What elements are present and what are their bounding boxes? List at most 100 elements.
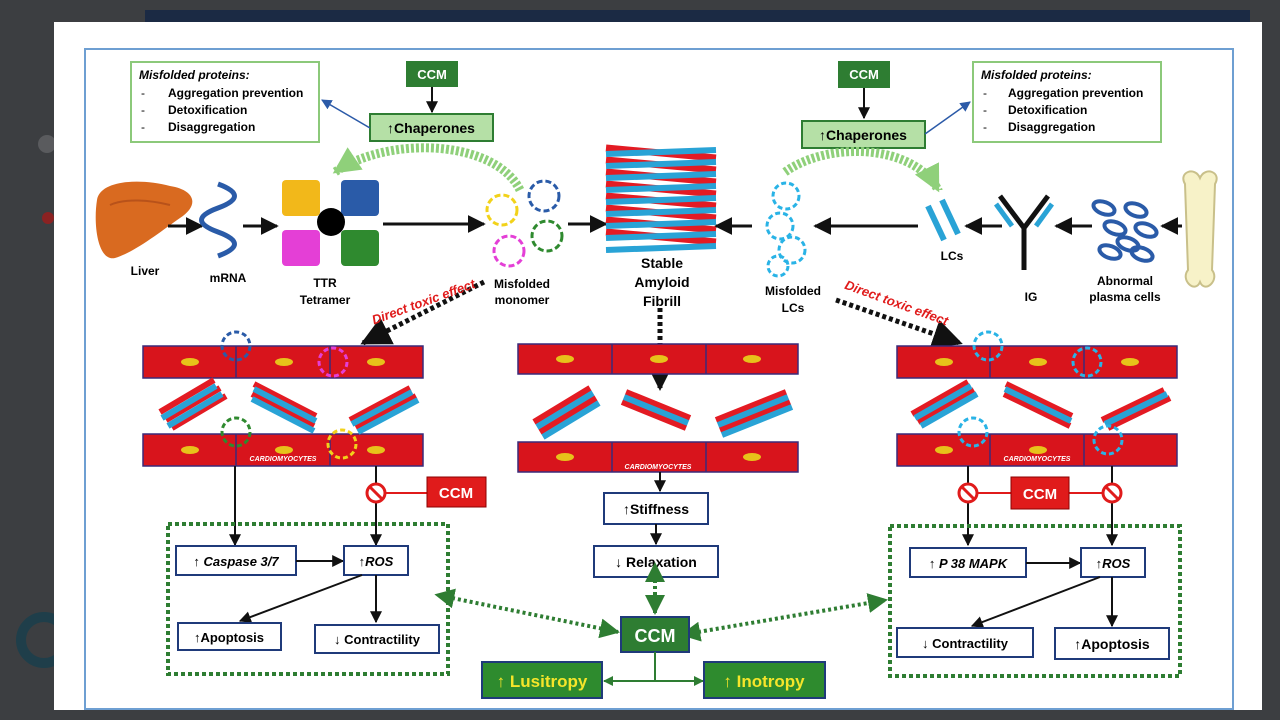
svg-text:CCM: CCM <box>849 67 879 82</box>
label-ttr: TTR <box>313 276 337 290</box>
arrow <box>321 99 371 129</box>
box-stiffness: ↑Stiffness <box>603 492 709 525</box>
svg-text:↑ Lusitropy: ↑ Lusitropy <box>497 672 588 691</box>
svg-text:↑ROS: ↑ROS <box>1096 556 1131 571</box>
info-item: Detoxification <box>1008 103 1087 117</box>
ttr-tetramer-icon <box>282 180 379 266</box>
svg-text:↓ Contractility: ↓ Contractility <box>922 636 1009 651</box>
label-fibrill: Fibrill <box>643 293 681 309</box>
info-dash: - <box>141 103 145 117</box>
ccm-center: CCM <box>620 616 690 653</box>
liver-icon <box>95 181 193 259</box>
amyloid-fibril-icon <box>605 144 717 253</box>
cardiomyocyte-middle: CARDIOMYOCYTES <box>517 343 799 473</box>
label-misfolded: Misfolded <box>494 277 550 291</box>
svg-text:↑Apoptosis: ↑Apoptosis <box>1074 636 1150 652</box>
background-dot <box>42 212 54 224</box>
label-lcs: LCs <box>941 249 964 263</box>
svg-text:↑Apoptosis: ↑Apoptosis <box>194 630 264 645</box>
background-dot <box>38 135 56 153</box>
chaperones-right: ↑Chaperones <box>801 120 926 149</box>
label-ig: IG <box>1025 290 1038 304</box>
ccm-right: CCM <box>1010 476 1070 510</box>
info-dash: - <box>983 120 987 134</box>
chaperone-arc <box>782 146 943 193</box>
misfolded-lcs-icon <box>765 181 807 278</box>
ccm-link-arrow <box>680 593 888 642</box>
box-apoptosis-left: ↑Apoptosis <box>177 622 282 651</box>
svg-text:CCM: CCM <box>439 485 473 502</box>
svg-text:↓ Contractility: ↓ Contractility <box>334 632 421 647</box>
plasma-cells-icon <box>1091 199 1159 263</box>
ccm-left: CCM <box>426 476 487 508</box>
outcome-lusitropy: ↑ Lusitropy <box>481 661 603 699</box>
label-misfolded: Misfolded <box>765 284 821 298</box>
box-caspase: ↑ Caspase 3/7 <box>175 545 297 576</box>
svg-text:↑Stiffness: ↑Stiffness <box>623 501 689 517</box>
info-item: Detoxification <box>168 103 247 117</box>
label-ttr-tetramer: Tetramer <box>300 293 351 307</box>
box-contractility-left: ↓ Contractility <box>314 624 440 654</box>
info-box-left: Misfolded proteins: - - - Aggregation pr… <box>130 61 320 143</box>
box-apoptosis-right: ↑Apoptosis <box>1054 627 1170 660</box>
label-cardiomyocytes: CARDIOMYOCYTES <box>625 464 692 471</box>
label-abnormal: Abnormal <box>1097 274 1153 288</box>
label-stable: Stable <box>641 255 683 271</box>
ccm-top-right: CCM <box>838 61 890 88</box>
chaperones-left: ↑Chaperones <box>369 113 494 142</box>
cardiomyocyte-left: CARDIOMYOCYTES <box>142 330 424 467</box>
box-relaxation: ↓ Relaxation <box>593 545 719 578</box>
light-chain-icon <box>925 198 961 242</box>
box-contractility-right: ↓ Contractility <box>896 627 1034 658</box>
svg-text:CCM: CCM <box>1023 486 1057 503</box>
toxic-effect-arrow <box>835 297 963 349</box>
label-lcs: LCs <box>782 301 805 315</box>
diagram-frame <box>84 48 1234 710</box>
effects-group-left <box>166 522 450 676</box>
label-plasma-cells: plasma cells <box>1089 290 1161 304</box>
svg-text:↑Chaperones: ↑Chaperones <box>387 120 475 136</box>
info-title: Misfolded proteins: <box>139 68 250 82</box>
cardiomyocyte-right: CARDIOMYOCYTES <box>896 330 1178 467</box>
svg-text:↑ Inotropy: ↑ Inotropy <box>723 672 805 691</box>
label-direct-toxic: Direct toxic effect <box>370 276 478 328</box>
info-item: Disaggregation <box>168 120 255 134</box>
label-cardiomyocytes: CARDIOMYOCYTES <box>1004 456 1071 463</box>
info-item: Aggregation prevention <box>1008 86 1143 100</box>
toxic-effect-arrow <box>360 279 486 346</box>
info-item: Disaggregation <box>1008 120 1095 134</box>
info-box-right: Misfolded proteins: - - - Aggregation pr… <box>972 61 1162 143</box>
chaperone-arc <box>332 143 525 193</box>
svg-text:↑ P 38 MAPK: ↑ P 38 MAPK <box>929 556 1009 571</box>
arrow <box>238 574 363 623</box>
outcome-inotropy: ↑ Inotropy <box>703 661 826 699</box>
svg-text:CCM: CCM <box>635 626 676 646</box>
bone-icon <box>1182 170 1218 288</box>
label-mrna: mRNA <box>210 271 247 285</box>
svg-text:↓ Relaxation: ↓ Relaxation <box>615 554 697 570</box>
mrna-icon <box>199 181 237 259</box>
svg-text:↑Chaperones: ↑Chaperones <box>819 127 907 143</box>
arrow <box>924 101 971 135</box>
svg-text:↑ Caspase 3/7: ↑ Caspase 3/7 <box>193 554 279 569</box>
box-p38: ↑ P 38 MAPK <box>909 547 1027 578</box>
label-cardiomyocytes: CARDIOMYOCYTES <box>250 456 317 463</box>
info-item: Aggregation prevention <box>168 86 303 100</box>
info-title: Misfolded proteins: <box>981 68 1092 82</box>
svg-text:CCM: CCM <box>417 67 447 82</box>
info-dash: - <box>141 86 145 100</box>
top-bar <box>145 10 1250 22</box>
label-monomer: monomer <box>495 293 550 307</box>
label-amyloid: Amyloid <box>634 274 689 290</box>
label-liver: Liver <box>131 264 160 278</box>
info-dash: - <box>141 120 145 134</box>
inhibit-icon <box>1101 482 1123 504</box>
box-ros-right: ↑ROS <box>1080 547 1146 578</box>
effects-group-right <box>888 524 1182 678</box>
info-dash: - <box>983 103 987 117</box>
misfolded-monomer-icon <box>485 179 564 268</box>
box-ros-left: ↑ROS <box>343 545 409 576</box>
inhibit-icon <box>365 482 387 504</box>
arrow <box>970 576 1101 628</box>
